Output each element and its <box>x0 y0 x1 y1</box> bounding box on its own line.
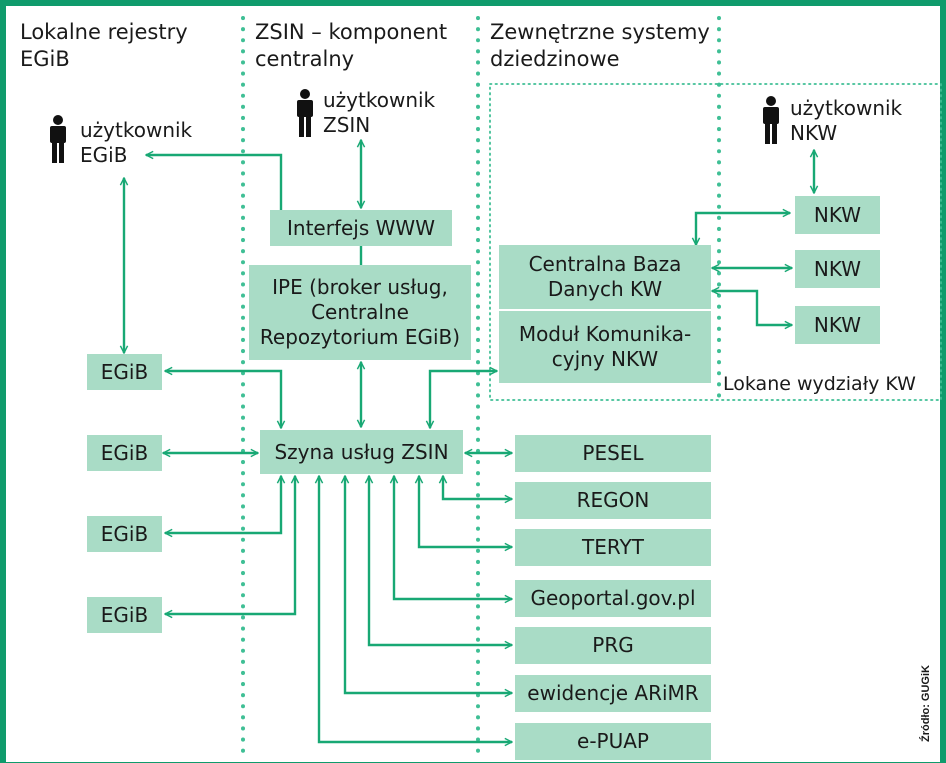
arrow-egib1-bus <box>165 371 281 428</box>
box-separator <box>499 309 711 311</box>
arrow-bus-epuap <box>319 476 512 742</box>
szyna-uslug-box: Szyna usług ZSIN <box>260 430 463 474</box>
person-icon <box>50 115 66 163</box>
user-zsin-label: użytkownik ZSIN <box>323 88 436 137</box>
modul-nkw-box: Moduł Komunika- cyjny NKW <box>499 311 711 383</box>
lokane-wydzialy-label: Lokane wydziały KW <box>723 373 916 395</box>
column-heading-central: ZSIN – komponent centralny <box>255 20 448 71</box>
arrow-cbd-nkw1 <box>696 213 790 245</box>
system-arimr: ewidencje ARiMR <box>515 675 711 712</box>
system-prg: PRG <box>515 627 711 664</box>
interfejs-www-box: Interfejs WWW <box>270 210 452 246</box>
cbd-kw-box: Centralna Baza Danych KW <box>499 245 711 309</box>
person-icon <box>763 96 779 144</box>
column-heading-local: Lokalne rejestry EGiB <box>20 20 188 71</box>
source-credit: Źródło: GUGiK <box>920 665 932 742</box>
nkw-node: NKW <box>795 306 880 344</box>
user-egib-label: użytkownik EGiB <box>80 118 193 167</box>
arrow-bus-teryt <box>419 476 512 547</box>
egib-node: EGiB <box>87 354 162 390</box>
system-epuap: e-PUAP <box>515 723 711 760</box>
system-regon: REGON <box>515 482 711 519</box>
system-geoportal: Geoportal.gov.pl <box>515 580 711 617</box>
user-nkw-label: użytkownik NKW <box>790 96 903 145</box>
nkw-node: NKW <box>795 196 880 234</box>
arrow-bus-modul <box>430 371 497 428</box>
arrow-bus-geoportal <box>394 476 512 599</box>
column-heading-external: Zewnętrzne systemy dziedzinowe <box>490 20 710 71</box>
system-pesel: PESEL <box>515 435 711 472</box>
egib-node: EGiB <box>87 516 162 552</box>
ipe-box: IPE (broker usług, Centralne Repozytoriu… <box>249 265 471 360</box>
system-teryt: TERYT <box>515 529 711 566</box>
arrow-bus-egib4 <box>165 476 295 614</box>
nkw-node: NKW <box>795 250 880 288</box>
egib-node: EGiB <box>87 597 162 633</box>
arrow-bus-prg <box>369 476 512 645</box>
arrow-www-to-user-egib <box>146 155 283 217</box>
person-icon <box>297 89 313 137</box>
arrow-bus-egib3 <box>165 476 281 533</box>
egib-node: EGiB <box>87 435 162 471</box>
arrow-cbd-nkw3 <box>712 291 792 325</box>
